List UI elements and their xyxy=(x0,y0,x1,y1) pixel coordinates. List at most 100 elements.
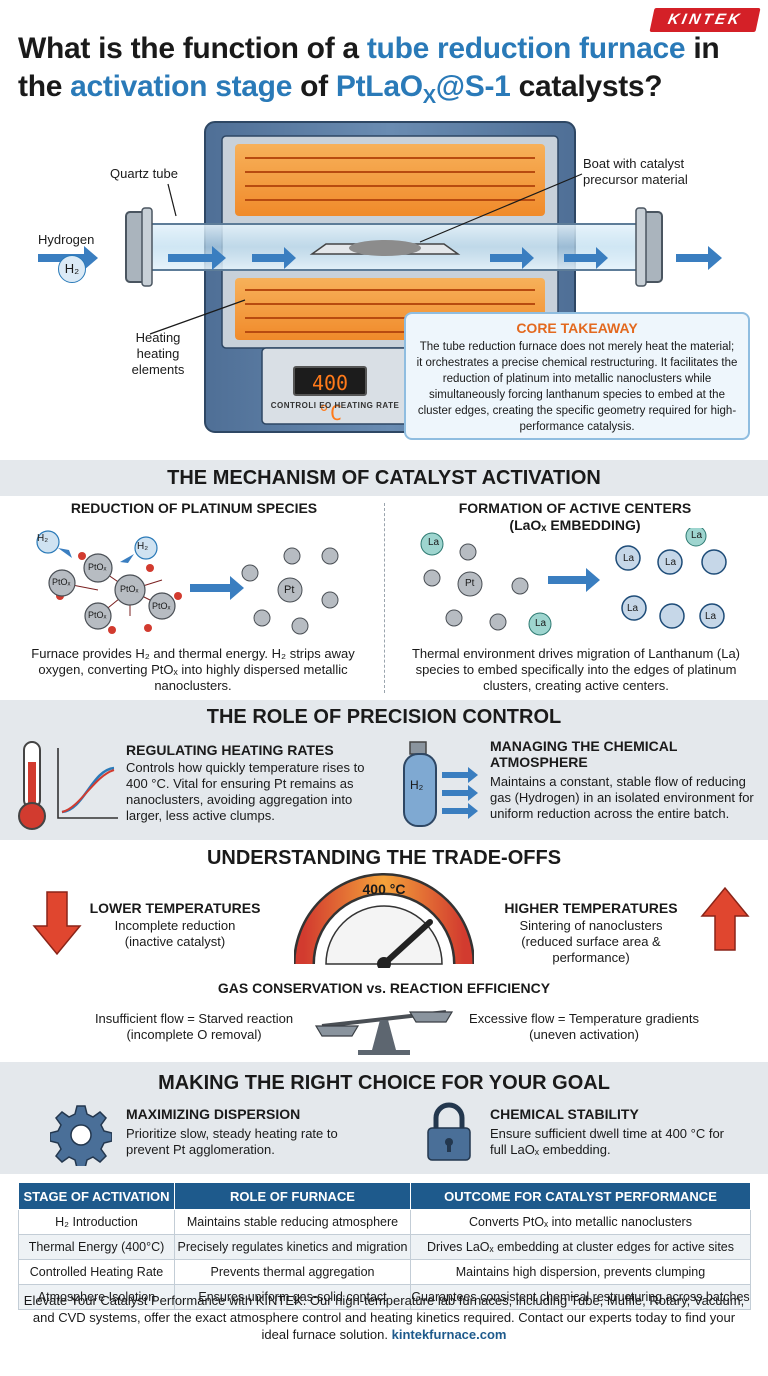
reduction-description: Furnace provides H₂ and thermal energy. … xyxy=(31,646,355,693)
gauge-label: 400 °C xyxy=(362,881,406,897)
la-atom-label: La xyxy=(535,618,547,629)
lock-icon xyxy=(427,1102,471,1161)
excessive-flow-line2: (uneven activation) xyxy=(529,1027,639,1042)
arrow-up-icon xyxy=(700,886,750,951)
table-cell: Prevents thermal aggregation xyxy=(174,1259,411,1285)
lower-temp-line1: Incomplete reduction xyxy=(114,918,236,933)
title-subscript: X xyxy=(422,86,436,108)
balance-scale-icon xyxy=(314,1010,454,1055)
ptox-label: PtOₓ xyxy=(120,584,139,594)
table-cell: Converts PtOₓ into metallic nanoclusters xyxy=(410,1209,751,1235)
section-divider xyxy=(384,503,385,693)
title-part: catalysts? xyxy=(510,70,663,103)
table-header-row: STAGE OF ACTIVATION ROLE OF FURNACE OUTC… xyxy=(18,1182,751,1210)
formation-description: Thermal environment drives migration of … xyxy=(411,646,741,693)
gas-cylinder-icon xyxy=(403,741,478,827)
title-highlight: @S-1 xyxy=(435,70,511,103)
thermometer-icon xyxy=(18,741,118,830)
table-cell: Drives LaOₓ embedding at cluster edges f… xyxy=(410,1234,751,1260)
h2-cylinder-label: H₂ xyxy=(410,778,424,792)
choice-band xyxy=(0,1062,768,1174)
title-highlight: activation stage xyxy=(70,70,293,103)
excessive-flow-line1: Excessive flow = Temperature gradients xyxy=(469,1011,699,1026)
tradeoffs-title: UNDERSTANDING THE TRADE-OFFS xyxy=(206,847,562,869)
table-row: H₂ Introduction Maintains stable reducin… xyxy=(18,1209,751,1235)
formation-subheading: (LaOₓ EMBEDDING) xyxy=(509,517,641,533)
dispersion-heading: MAXIMIZING DISPERSION xyxy=(126,1106,301,1122)
higher-temp-heading: HIGHER TEMPERATURES xyxy=(504,900,678,916)
core-takeaway-card: CORE TAKEAWAY The tube reduction furnace… xyxy=(404,312,750,440)
furnace-illustration: Quartz tube Boat with catalyst precursor… xyxy=(0,112,768,457)
temperature-display: 400 °C xyxy=(293,366,367,425)
furnace-graphic xyxy=(38,121,722,433)
pt-atom-label: Pt xyxy=(465,578,475,589)
title-highlight: tube reduction furnace xyxy=(366,32,686,65)
table-cell: Maintains high dispersion, prevents clum… xyxy=(410,1259,751,1285)
higher-temp-line2: (reduced surface area & performance) xyxy=(521,934,661,965)
platinum-reduction-diagram xyxy=(36,530,339,635)
ptox-label: PtOₓ xyxy=(88,562,107,572)
title-part: of xyxy=(292,70,336,103)
table-cell: Ensures uniform gas-solid contact xyxy=(174,1284,411,1310)
quartz-tube-label: Quartz tube xyxy=(110,166,178,181)
table-row: Thermal Energy (400°C) Precisely regulat… xyxy=(18,1234,751,1260)
control-panel-label: CONTROLI EO HEATING RATE xyxy=(270,401,400,410)
la-atom-label: La xyxy=(623,553,635,564)
footer-cta: Elevate Your Catalyst Performance with K… xyxy=(20,1292,748,1343)
lanthanum-embedding-diagram xyxy=(420,528,727,636)
table-header: OUTCOME FOR CATALYST PERFORMANCE xyxy=(410,1182,751,1210)
table-cell: Precisely regulates kinetics and migrati… xyxy=(174,1234,411,1260)
footer-link[interactable]: kintekfurnace.com xyxy=(391,1327,507,1342)
reduction-heading: REDUCTION OF PLATINUM SPECIES xyxy=(70,500,318,516)
gas-tradeoff-title: GAS CONSERVATION vs. REACTION EFFICIENCY xyxy=(217,980,551,996)
temperature-gauge xyxy=(294,873,474,968)
table-row: Atmosphere Isolation Ensures uniform gas… xyxy=(18,1284,751,1310)
la-atom-label: La xyxy=(665,557,677,568)
mechanism-title: THE MECHANISM OF CATALYST ACTIVATION xyxy=(0,460,768,496)
h2-molecule-label: H₂ xyxy=(37,533,49,544)
boat-label: Boat with catalyst precursor material xyxy=(583,156,688,187)
table-cell: Controlled Heating Rate xyxy=(18,1259,175,1285)
title-part: in the xyxy=(18,32,720,103)
table-cell: Maintains stable reducing atmosphere xyxy=(174,1209,411,1235)
insufficient-flow-line1: Insufficient flow = Starved reaction xyxy=(94,1011,294,1026)
title-part: What is the function of a xyxy=(18,32,367,65)
higher-temp-line1: Sintering of nanoclusters xyxy=(519,918,663,933)
ptox-label: PtOₓ xyxy=(88,610,107,620)
lower-temp-heading: LOWER TEMPERATURES xyxy=(89,900,261,916)
table-header: STAGE OF ACTIVATION xyxy=(18,1182,175,1210)
precision-control-title: THE ROLE OF PRECISION CONTROL xyxy=(206,706,562,728)
page-title: What is the function of a tube reduction… xyxy=(18,30,748,116)
heating-elements-label: Heating heating elements xyxy=(131,330,185,377)
pt-cluster-label: Pt xyxy=(284,584,295,596)
la-atom-label: La xyxy=(691,530,703,541)
table-cell: H₂ Introduction xyxy=(18,1209,175,1235)
title-highlight: PtLaO xyxy=(335,70,423,103)
hydrogen-label: Hydrogen xyxy=(38,232,95,247)
la-atom-label: La xyxy=(428,537,440,548)
ptox-label: PtOₓ xyxy=(152,601,171,611)
stability-heading: CHEMICAL STABILITY xyxy=(490,1106,639,1122)
precision-control-band xyxy=(0,700,768,840)
dispersion-text: Prioritize slow, steady heating rate to … xyxy=(126,1126,338,1157)
choice-title: MAKING THE RIGHT CHOICE FOR YOUR GOAL xyxy=(158,1072,610,1094)
h2-molecule-label: H₂ xyxy=(137,541,149,552)
kintek-logo: KINTEK xyxy=(649,8,761,32)
atmosphere-text: Maintains a constant, stable flow of red… xyxy=(490,774,754,821)
footer-text: Elevate Your Catalyst Performance with K… xyxy=(23,1293,745,1342)
core-takeaway-title: CORE TAKEAWAY xyxy=(516,320,638,336)
lower-temp-line2: (inactive catalyst) xyxy=(124,934,226,949)
table-cell: Atmosphere Isolation xyxy=(18,1284,175,1310)
table-cell: Thermal Energy (400°C) xyxy=(18,1234,175,1260)
la-atom-label: La xyxy=(627,603,639,614)
table-cell: Guarantees consistent chemical restructu… xyxy=(410,1284,751,1310)
h2-badge: H₂ xyxy=(58,255,86,283)
core-takeaway-text: The tube reduction furnace does not mere… xyxy=(416,341,738,433)
table-row: Controlled Heating Rate Prevents thermal… xyxy=(18,1259,751,1285)
arrow-down-icon xyxy=(32,891,82,956)
ptox-label: PtOₓ xyxy=(52,577,71,587)
formation-heading: FORMATION OF ACTIVE CENTERS xyxy=(458,500,692,516)
summary-table: STAGE OF ACTIVATION ROLE OF FURNACE OUTC… xyxy=(18,1182,751,1310)
atmosphere-heading: MANAGING THE CHEMICAL ATMOSPHERE xyxy=(490,738,678,770)
la-atom-label: La xyxy=(705,611,717,622)
